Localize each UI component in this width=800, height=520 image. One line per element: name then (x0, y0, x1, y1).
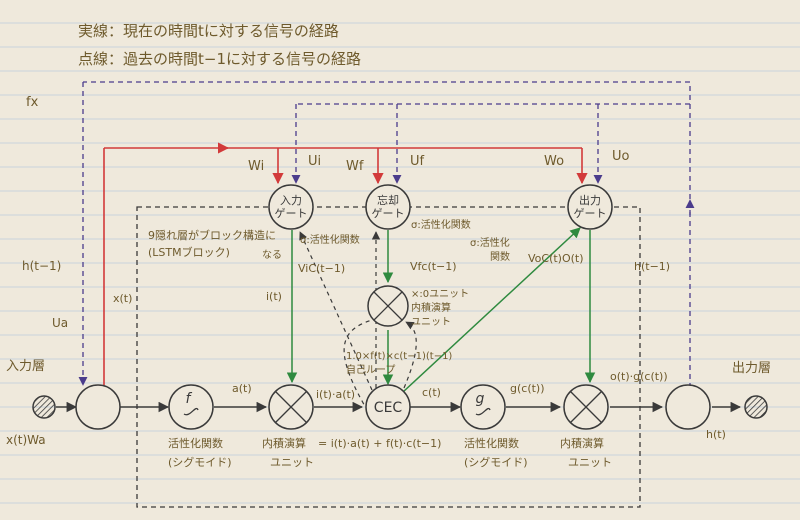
lstm-block-border (136, 206, 641, 508)
legend-dotted: 点線：過去の時間t−1に対する信号の経路 (78, 50, 361, 68)
input-node (32, 395, 56, 419)
gate-signals (286, 227, 596, 393)
g-node-label: g (476, 391, 485, 407)
peephole-lines (299, 231, 417, 419)
h-prev-left-label: h(t−1) (22, 259, 61, 273)
act-func-2: (シグモイド) (168, 455, 232, 469)
sigma-act-output-2: 関数 (490, 250, 510, 263)
at-label: a(t) (232, 382, 252, 395)
mult-note-2: 内積演算 (411, 301, 451, 314)
mult-note-1: ×:0ユニット (411, 289, 469, 300)
sigma-act-input: σ:活性化関数 (300, 233, 360, 246)
ui-label: Ui (308, 154, 321, 169)
uf-label: Uf (410, 154, 425, 169)
sigmoid-curve-g (475, 407, 491, 416)
gct-label: g(c(t)) (510, 382, 545, 395)
inner-product-2: ユニット (270, 456, 314, 469)
sigmoid-curve-f (183, 407, 199, 416)
ct-label: c(t) (422, 386, 441, 399)
forget-gate-label-2: ゲート (372, 207, 405, 220)
block-note-2: (LSTMブロック) (148, 245, 230, 259)
inner-product2-2: ユニット (568, 456, 612, 469)
act-func-1: 活性化関数 (168, 436, 223, 450)
f-node-label: f (186, 391, 193, 407)
wf-label: Wf (346, 159, 364, 174)
multiply-node-2 (563, 384, 609, 430)
cec-label: CEC (374, 400, 403, 416)
input-sum-node (75, 384, 121, 430)
voc-label: VoC(t)O(t) (528, 252, 584, 265)
inner-product2-1: 内積演算 (560, 436, 604, 450)
og-label: o(t)·g(c(t)) (610, 370, 668, 383)
legend-solid: 実線：現在の時間tに対する信号の経路 (78, 22, 339, 40)
output-sum-node (665, 384, 711, 430)
xw-label: x(t)Wa (6, 433, 46, 447)
xt-label: x(t) (113, 292, 132, 305)
output-gate-label-2: ゲート (574, 207, 607, 220)
vic-label: ViC(t−1) (298, 262, 345, 275)
cec-node (365, 384, 411, 430)
output-gate-label-1: 出力 (579, 193, 601, 207)
input-gate (268, 184, 314, 230)
ua-label: Ua (52, 316, 68, 330)
output-node (744, 395, 768, 419)
act-func2-1: 活性化関数 (464, 436, 519, 450)
wi-label: Wi (248, 159, 264, 174)
self-loop-2: 自己ループ (346, 363, 395, 376)
equation: = i(t)·a(t) + f(t)·c(t−1) (318, 437, 441, 450)
input-gate-label-2: ゲート (275, 207, 308, 220)
inner-product-1: 内積演算 (262, 436, 306, 450)
input-path (103, 142, 588, 385)
mult-note-3: ユニット (411, 317, 451, 328)
recurrent-loop (78, 81, 695, 388)
fx-label: fx (26, 95, 39, 110)
wo-label: Wo (544, 154, 564, 169)
it-label: i(t) (266, 290, 282, 303)
act-func2-2: (シグモイド) (464, 455, 528, 469)
multiply-node-forget (367, 285, 409, 327)
input-layer-label: 入力層 (6, 359, 45, 374)
f-activation-node (168, 384, 214, 430)
block-note-3: なる (262, 249, 282, 261)
forget-gate (365, 184, 411, 230)
block-note-1: 9隠れ層がブロック構造に (148, 228, 276, 242)
g-activation-node (460, 384, 506, 430)
h-prev-right-label: h(t−1) (634, 260, 670, 273)
multiply-node-1 (268, 384, 314, 430)
forget-gate-label-1: 忘却 (377, 193, 399, 207)
ia-label: i(t)·a(t) (316, 388, 355, 401)
sigma-act-forget: σ:活性化関数 (411, 218, 471, 231)
sigma-act-output-1: σ:活性化 (470, 236, 510, 249)
self-loop-1: 1.0×f(t)×c(t−1)(t−1) (346, 351, 452, 362)
vfc-label: Vfc(t−1) (410, 260, 457, 273)
output-layer-label: 出力層 (732, 361, 771, 376)
ht-label: h(t) (706, 428, 726, 441)
input-gate-label-1: 入力 (280, 194, 302, 207)
output-gate (567, 184, 613, 230)
uo-label: Uo (612, 149, 630, 164)
